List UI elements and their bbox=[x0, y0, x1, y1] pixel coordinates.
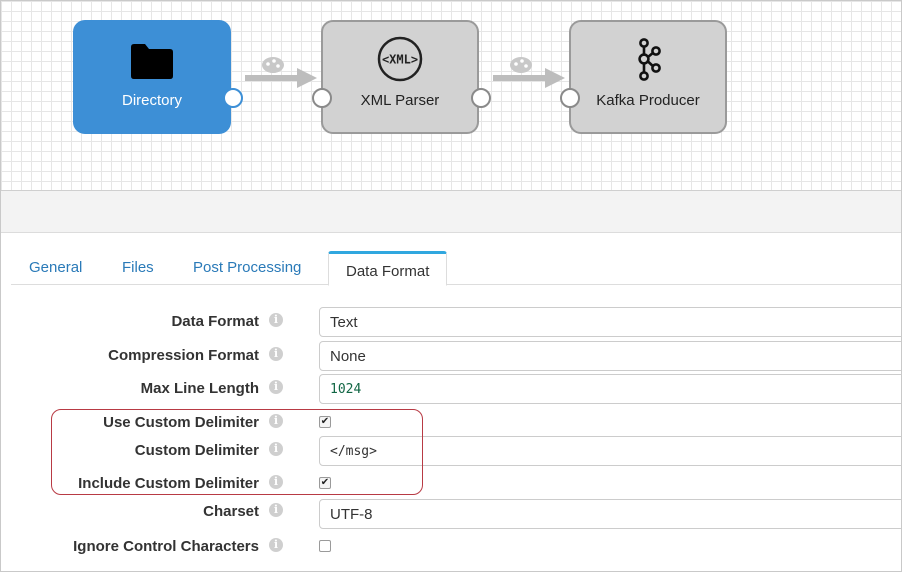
field-charset: Charset i UTF-8 bbox=[1, 499, 901, 529]
field-label: Use Custom Delimiter bbox=[103, 414, 259, 431]
kafka-icon bbox=[633, 38, 663, 87]
pipeline-canvas[interactable]: Directory <XML> XML Parser bbox=[1, 1, 901, 191]
info-icon[interactable]: i bbox=[269, 475, 283, 489]
config-tabs: General Files Post Processing Data Forma… bbox=[11, 251, 901, 286]
info-icon[interactable]: i bbox=[269, 442, 283, 456]
tab-data-format[interactable]: Data Format bbox=[328, 251, 448, 286]
link-arrow[interactable] bbox=[493, 67, 567, 89]
field-label: Include Custom Delimiter bbox=[78, 475, 259, 492]
field-label: Charset bbox=[203, 503, 259, 520]
tab-post-processing[interactable]: Post Processing bbox=[193, 259, 302, 276]
ignore-control-characters-checkbox[interactable] bbox=[319, 540, 331, 552]
data-preview-icon[interactable] bbox=[258, 56, 288, 74]
include-custom-delimiter-checkbox[interactable]: ✔ bbox=[319, 477, 331, 489]
stage-xml-parser[interactable]: <XML> XML Parser bbox=[312, 20, 491, 134]
field-label: Max Line Length bbox=[140, 380, 259, 397]
stage-directory[interactable]: Directory bbox=[73, 20, 243, 134]
xml-icon: <XML> bbox=[375, 36, 425, 87]
info-icon[interactable]: i bbox=[269, 414, 283, 428]
field-custom-delimiter: Custom Delimiter i </msg> bbox=[1, 436, 901, 466]
data-preview-icon[interactable] bbox=[506, 56, 536, 74]
folder-icon bbox=[130, 42, 174, 85]
field-ignore-control-characters: Ignore Control Characters i bbox=[1, 532, 901, 562]
info-icon[interactable]: i bbox=[269, 503, 283, 517]
data-format-select[interactable]: Text bbox=[319, 307, 901, 337]
stage-label: XML Parser bbox=[360, 92, 440, 109]
charset-select[interactable]: UTF-8 bbox=[319, 499, 901, 529]
field-label: Custom Delimiter bbox=[134, 442, 259, 459]
info-icon[interactable]: i bbox=[269, 313, 283, 327]
stage-label: Kafka Producer bbox=[596, 92, 700, 109]
input-port[interactable] bbox=[560, 88, 580, 108]
field-label: Ignore Control Characters bbox=[73, 538, 259, 555]
svg-text:<XML>: <XML> bbox=[382, 53, 418, 67]
use-custom-delimiter-checkbox[interactable]: ✔ bbox=[319, 416, 331, 428]
info-icon[interactable]: i bbox=[269, 538, 283, 552]
info-icon[interactable]: i bbox=[269, 380, 283, 394]
stage-label: Directory bbox=[121, 92, 182, 109]
max-line-length-input[interactable]: 1024 bbox=[319, 374, 901, 404]
field-include-custom-delimiter: Include Custom Delimiter i ✔ bbox=[1, 469, 901, 499]
tab-files[interactable]: Files bbox=[122, 259, 154, 276]
tab-general[interactable]: General bbox=[29, 259, 83, 276]
info-icon[interactable]: i bbox=[269, 347, 283, 361]
field-max-line-length: Max Line Length i 1024 bbox=[1, 374, 901, 404]
field-use-custom-delimiter: Use Custom Delimiter i ✔ bbox=[1, 408, 901, 438]
custom-delimiter-input[interactable]: </msg> bbox=[319, 436, 901, 466]
input-port[interactable] bbox=[312, 88, 332, 108]
stage-kafka-producer[interactable]: Kafka Producer bbox=[560, 20, 727, 134]
canvas-toolbar-strip bbox=[1, 191, 901, 233]
compression-format-select[interactable]: None bbox=[319, 341, 901, 371]
field-data-format: Data Format i Text bbox=[1, 307, 901, 337]
field-label: Data Format bbox=[171, 313, 259, 330]
field-compression-format: Compression Format i None bbox=[1, 341, 901, 371]
output-port[interactable] bbox=[223, 88, 243, 108]
output-port[interactable] bbox=[471, 88, 491, 108]
field-label: Compression Format bbox=[108, 347, 259, 364]
